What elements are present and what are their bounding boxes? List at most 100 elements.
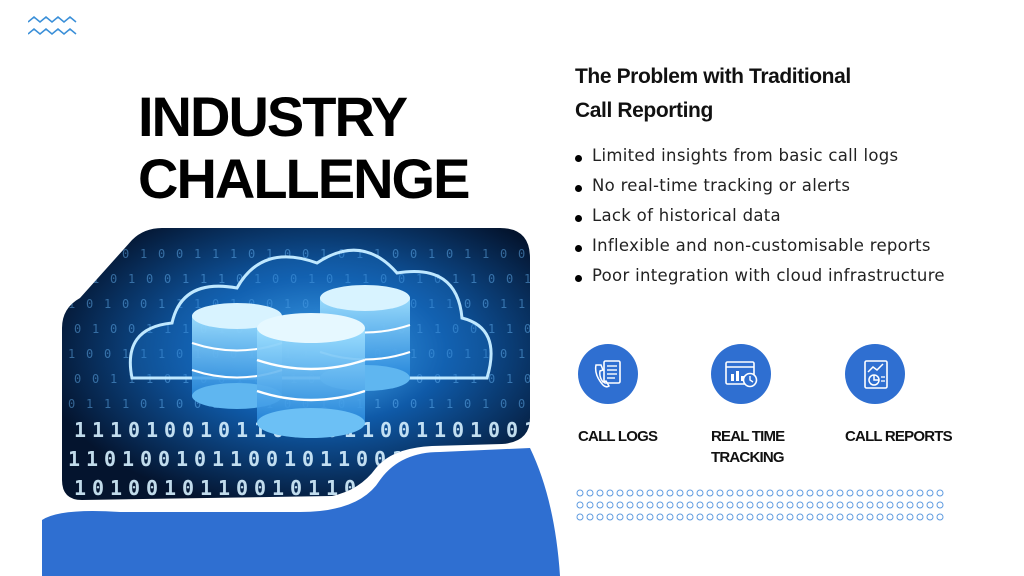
binary-digit: 1 xyxy=(158,297,165,311)
zigzag-decoration xyxy=(28,16,77,35)
binary-digit: 1 xyxy=(128,272,135,286)
bullet-dot-icon xyxy=(575,214,582,222)
binary-digit: 0 xyxy=(518,397,525,411)
decorative-dot xyxy=(696,501,704,509)
binary-digit: 0 xyxy=(86,347,93,361)
decorative-dot xyxy=(786,513,794,521)
decorative-dot xyxy=(786,489,794,497)
binary-digit: 0 xyxy=(266,297,273,311)
decorative-dot xyxy=(646,489,654,497)
binary-digit: 1 xyxy=(362,418,374,442)
decorative-dot xyxy=(866,489,874,497)
binary-digit: 0 xyxy=(524,372,530,386)
binary-digit: 1 xyxy=(212,247,219,261)
binary-digit: 1 xyxy=(86,397,93,411)
decorative-dot xyxy=(876,501,884,509)
binary-digit: 0 xyxy=(452,476,464,500)
binary-digit: 0 xyxy=(398,272,405,286)
binary-digit: 1 xyxy=(176,447,188,471)
feature-label: REAL TIME TRACKING xyxy=(711,428,785,466)
binary-digit: 0 xyxy=(410,247,417,261)
binary-digit: 0 xyxy=(446,347,453,361)
decorative-dot xyxy=(756,501,764,509)
decorative-dot xyxy=(696,513,704,521)
binary-digit: 1 xyxy=(464,247,471,261)
binary-digit: 1 xyxy=(212,447,224,471)
binary-digit: 0 xyxy=(392,397,399,411)
dot-grid-decoration xyxy=(576,489,944,521)
binary-digit: 0 xyxy=(182,476,194,500)
decorative-dot xyxy=(896,489,904,497)
decorative-dot xyxy=(736,513,744,521)
binary-digit: 1 xyxy=(74,418,86,442)
decorative-dot xyxy=(866,513,874,521)
binary-digit: 1 xyxy=(380,476,392,500)
bullet-dot-icon xyxy=(575,244,582,252)
binary-digit: 0 xyxy=(212,297,219,311)
decorative-dot xyxy=(686,501,694,509)
binary-digit: 0 xyxy=(380,272,387,286)
binary-digit: 1 xyxy=(410,447,422,471)
binary-digit: 0 xyxy=(302,447,314,471)
decorative-dot xyxy=(796,501,804,509)
decorative-dot xyxy=(836,501,844,509)
binary-digit: 1 xyxy=(452,272,459,286)
binary-digit: 1 xyxy=(392,447,404,471)
binary-digit: 0 xyxy=(392,247,399,261)
decorative-dot xyxy=(896,501,904,509)
decorative-dot xyxy=(826,489,834,497)
binary-digit: 0 xyxy=(86,297,93,311)
decorative-dot xyxy=(596,501,604,509)
binary-digit: 0 xyxy=(380,418,392,442)
decorative-dot xyxy=(796,513,804,521)
binary-digit: 1 xyxy=(518,447,530,471)
decorative-dot xyxy=(606,513,614,521)
binary-digit: 0 xyxy=(176,247,183,261)
binary-digit: 1 xyxy=(338,447,350,471)
binary-digit: 0 xyxy=(92,476,104,500)
binary-digit: 0 xyxy=(74,372,81,386)
binary-digit: 0 xyxy=(128,322,135,336)
binary-digit: 0 xyxy=(68,397,75,411)
binary-digit: 0 xyxy=(506,272,513,286)
binary-digit: 0 xyxy=(374,447,386,471)
decorative-dot xyxy=(696,489,704,497)
decorative-dot xyxy=(776,501,784,509)
decorative-dot xyxy=(886,501,894,509)
binary-digit: 1 xyxy=(416,322,423,336)
binary-digit: 0 xyxy=(470,322,477,336)
binary-digit: 0 xyxy=(236,476,248,500)
decorative-dot xyxy=(746,501,754,509)
binary-digit: 1 xyxy=(410,347,417,361)
binary-digit: 1 xyxy=(182,272,189,286)
binary-digit: 0 xyxy=(122,297,129,311)
decorative-dot xyxy=(806,489,814,497)
binary-digit: 0 xyxy=(518,247,525,261)
binary-digit: 0 xyxy=(236,272,243,286)
binary-digit: 1 xyxy=(488,322,495,336)
decorative-dot xyxy=(886,513,894,521)
binary-digit: 1 xyxy=(416,418,428,442)
decorative-dot xyxy=(586,501,594,509)
binary-digit: 1 xyxy=(122,347,129,361)
binary-digit: 1 xyxy=(74,272,81,286)
binary-digit: 1 xyxy=(254,272,261,286)
feature-label: CALL REPORTS xyxy=(845,428,953,445)
binary-digit: 0 xyxy=(416,476,428,500)
decorative-dot xyxy=(926,489,934,497)
binary-digit: 0 xyxy=(128,476,140,500)
decorative-dot xyxy=(936,513,944,521)
decorative-dot xyxy=(586,513,594,521)
binary-digit: 1 xyxy=(86,447,98,471)
decorative-dot xyxy=(636,489,644,497)
binary-digit: 1 xyxy=(218,272,225,286)
binary-digit: 1 xyxy=(320,447,332,471)
binary-digit: 1 xyxy=(320,247,327,261)
binary-digit: 0 xyxy=(488,418,500,442)
decorative-dot xyxy=(576,501,584,509)
decorative-dot xyxy=(856,513,864,521)
decorative-dot xyxy=(786,501,794,509)
decorative-dot xyxy=(746,489,754,497)
binary-digit: 1 xyxy=(482,247,489,261)
decorative-dot xyxy=(816,489,824,497)
